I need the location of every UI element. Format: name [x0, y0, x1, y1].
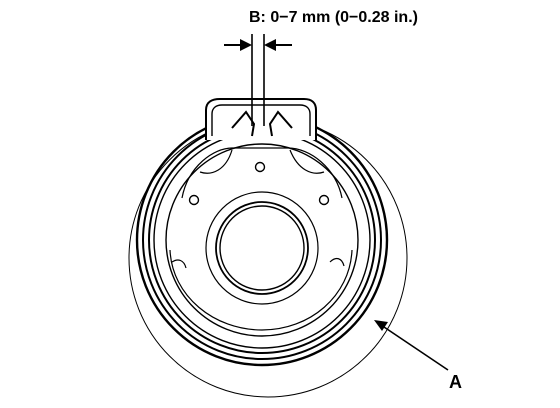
snap-ring-middle — [142, 120, 382, 360]
hub-lobe-right — [289, 149, 325, 174]
snap-ring-ends — [231, 110, 293, 137]
shaft-bore — [219, 205, 305, 291]
mounting-hole-top — [254, 161, 266, 173]
hub-lobe-left — [199, 149, 233, 174]
shaft-bore-ring — [215, 201, 309, 295]
shaft-bore-outer — [205, 191, 319, 305]
snap-ring-group — [135, 113, 389, 367]
dimension-arrow-left-head — [240, 39, 252, 51]
hub-plate-details — [169, 147, 353, 331]
callout-leader-line — [383, 326, 449, 371]
mounting-hole-right — [318, 194, 330, 206]
dimension-arrow-right-head — [264, 39, 276, 51]
retainer-bracket-outline — [205, 98, 317, 140]
mounting-holes — [188, 161, 330, 206]
hub-lower-curve — [169, 249, 353, 331]
callout-leader-arrowhead — [374, 320, 388, 331]
snap-ring-end-right — [268, 110, 293, 137]
dimension-arrows — [224, 39, 292, 51]
dimension-label: B: 0−7 mm (0−0.28 in.) — [249, 9, 418, 26]
retainer-bracket — [205, 98, 317, 140]
callout-leader — [374, 320, 449, 371]
side-clip-right — [329, 257, 345, 267]
hub-plate-outline — [165, 143, 359, 337]
side-clip-left — [171, 259, 187, 269]
snap-ring-end-left — [231, 110, 256, 137]
snap-ring-outer — [135, 113, 389, 367]
gap-reference-lines — [251, 34, 265, 126]
hub-upper-lobes — [181, 147, 343, 199]
mounting-hole-left — [188, 194, 200, 206]
retainer-bracket-inner — [211, 104, 311, 136]
snap-ring-inner — [148, 126, 376, 354]
callout-label-a: A — [449, 372, 462, 392]
